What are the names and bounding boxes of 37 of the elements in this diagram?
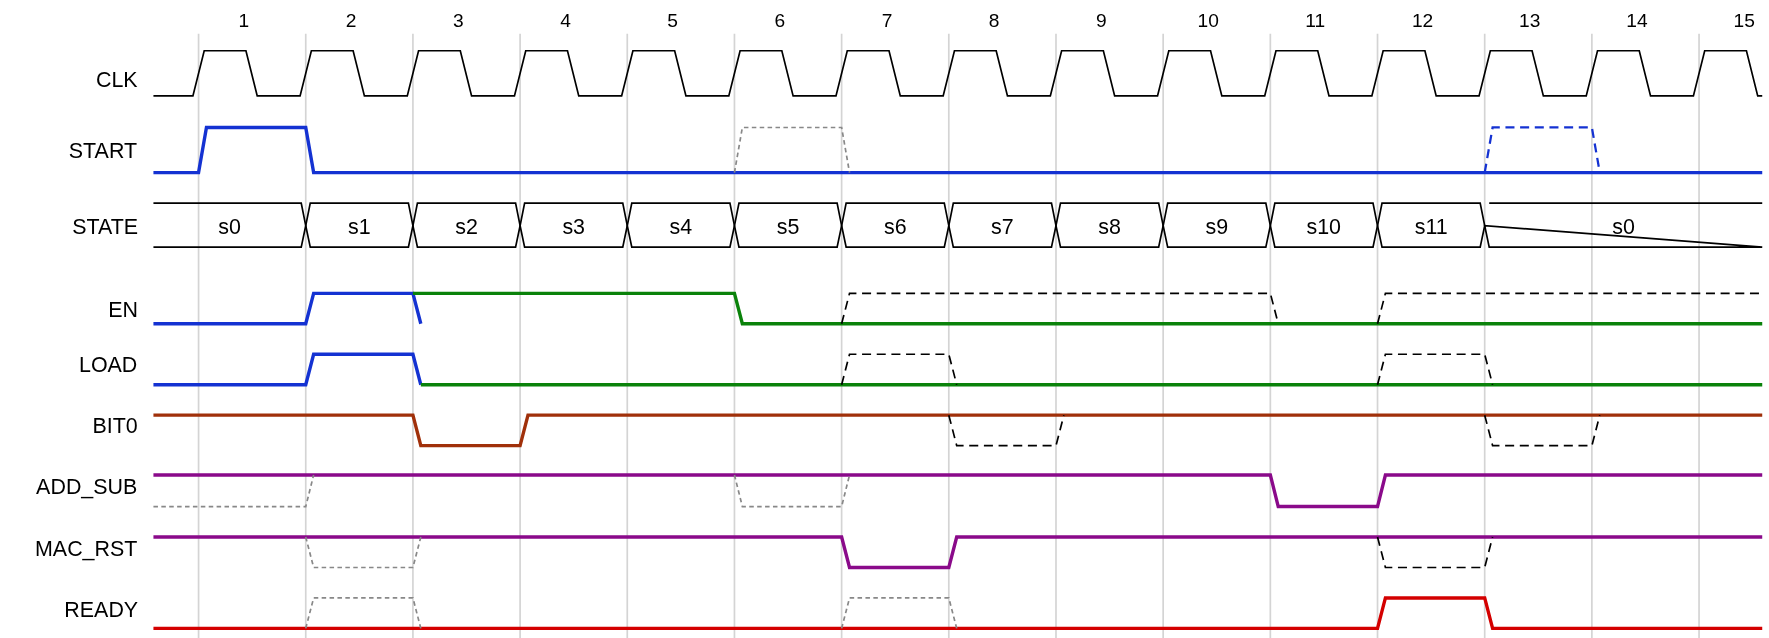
cycle-number: 12 <box>1411 10 1434 30</box>
signal-name: START <box>68 139 138 161</box>
signal-name: READY <box>64 598 139 620</box>
cycle-number: 11 <box>1305 10 1326 30</box>
state-value: s0 <box>1612 214 1635 237</box>
state-value: s6 <box>883 214 907 237</box>
state-value: s1 <box>348 214 371 237</box>
signal-name: MAC_RST <box>34 537 138 559</box>
cycle-number: 8 <box>988 10 1000 30</box>
cycle-number: 14 <box>1626 10 1648 30</box>
cycle-number: 13 <box>1519 10 1541 30</box>
state-value: s8 <box>1098 214 1121 237</box>
state-value: s4 <box>669 214 693 237</box>
cycle-number: 2 <box>345 10 357 30</box>
signal-name: STATE <box>72 214 139 237</box>
cycle-number: 6 <box>774 10 786 30</box>
state-value: s7 <box>991 214 1014 237</box>
state-value: s11 <box>1414 214 1448 237</box>
signal-name: LOAD <box>78 353 138 376</box>
signal-name: CLK <box>95 68 138 90</box>
cycle-number: 4 <box>560 10 571 30</box>
state-value: s2 <box>455 214 478 237</box>
state-value: s5 <box>776 214 800 237</box>
cycle-number: 3 <box>452 10 464 30</box>
cycle-number: 9 <box>1096 10 1107 30</box>
cycle-number: 1 <box>238 10 250 30</box>
signal-name: ADD_SUB <box>36 475 138 497</box>
state-value: s0 <box>218 214 241 237</box>
signal-name: BIT0 <box>92 414 138 437</box>
state-value: s3 <box>562 214 586 237</box>
cycle-number: 5 <box>667 10 678 30</box>
state-value: s10 <box>1306 214 1341 237</box>
cycle-number: 15 <box>1733 10 1755 30</box>
signal-name: EN <box>108 298 139 320</box>
cycle-number: 7 <box>881 10 893 30</box>
cycle-number: 10 <box>1197 10 1219 30</box>
state-value: s9 <box>1205 214 1229 237</box>
